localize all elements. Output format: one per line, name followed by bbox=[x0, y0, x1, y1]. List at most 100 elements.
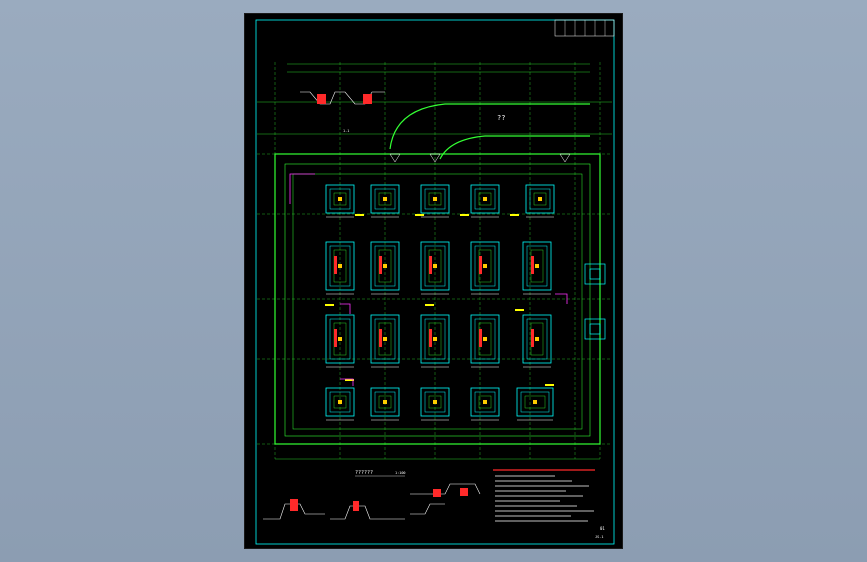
footing-pad-inner bbox=[329, 245, 351, 287]
footing-pad bbox=[325, 241, 355, 291]
rebar-mark bbox=[334, 256, 337, 274]
footing-pad bbox=[470, 184, 500, 214]
rebar-mark bbox=[479, 256, 482, 274]
footing-pad-inner bbox=[474, 318, 496, 360]
footing-pad bbox=[420, 387, 450, 417]
column-marker bbox=[433, 264, 437, 268]
footing-pad bbox=[420, 184, 450, 214]
column-marker bbox=[383, 337, 387, 341]
footing-pad-core bbox=[478, 192, 492, 206]
rebar-mark bbox=[334, 329, 337, 347]
footing-pad-inner bbox=[474, 391, 496, 413]
footing-pad-inner bbox=[329, 318, 351, 360]
footing-pad-core bbox=[478, 395, 492, 409]
footing-pad-inner bbox=[526, 245, 548, 287]
footing-pad-core bbox=[333, 395, 347, 409]
column-marker bbox=[338, 264, 342, 268]
footing-pad bbox=[522, 241, 552, 291]
footing-pad-inner bbox=[424, 188, 446, 210]
footing-pad-inner bbox=[474, 188, 496, 210]
title-block-top bbox=[554, 19, 615, 37]
callout-note bbox=[345, 379, 354, 381]
rebar-mark bbox=[479, 329, 482, 347]
footing-pad-inner bbox=[374, 318, 396, 360]
svg-text:1-1: 1-1 bbox=[343, 129, 349, 133]
footing-pad-core bbox=[378, 395, 392, 409]
corner-markers bbox=[389, 153, 571, 163]
footing-pad-inner bbox=[424, 318, 446, 360]
column-marker bbox=[338, 337, 342, 341]
column-marker bbox=[433, 400, 437, 404]
right-exterior-pads bbox=[584, 263, 606, 340]
footing-pad-inner bbox=[520, 391, 550, 413]
column-marker bbox=[338, 197, 342, 201]
footing-pads bbox=[325, 184, 555, 421]
footing-pad bbox=[420, 314, 450, 364]
column-marker bbox=[535, 264, 539, 268]
footing-pad-inner bbox=[374, 391, 396, 413]
cad-drawing: 1-1 ?? bbox=[255, 19, 615, 545]
footing-pad-inner bbox=[529, 188, 551, 210]
callout-note bbox=[415, 214, 424, 216]
footing-pad-inner bbox=[329, 188, 351, 210]
footing-pad-core bbox=[524, 395, 546, 409]
column-marker bbox=[538, 197, 542, 201]
footing-pad bbox=[370, 184, 400, 214]
footing-pad bbox=[525, 184, 555, 214]
column-marker bbox=[383, 264, 387, 268]
footing-pad bbox=[325, 387, 355, 417]
column-marker bbox=[535, 337, 539, 341]
footing-pad bbox=[470, 387, 500, 417]
footing-pad-inner bbox=[526, 318, 548, 360]
plan-scale: 1:100 bbox=[395, 471, 406, 475]
column-marker bbox=[483, 400, 487, 404]
notes-block bbox=[493, 469, 595, 522]
footing-pad-core bbox=[428, 395, 442, 409]
footing-pad-core bbox=[333, 192, 347, 206]
pipe-lines bbox=[289, 173, 568, 386]
column-marker bbox=[483, 337, 487, 341]
footing-pad bbox=[470, 241, 500, 291]
footing-pad-core bbox=[428, 192, 442, 206]
rebar-mark bbox=[531, 329, 534, 347]
footing-pad-inner bbox=[424, 391, 446, 413]
footing-pad bbox=[325, 184, 355, 214]
callout-note bbox=[460, 214, 469, 216]
footing-pad bbox=[370, 387, 400, 417]
column-marker bbox=[383, 197, 387, 201]
column-marker bbox=[433, 197, 437, 201]
rebar-mark bbox=[379, 329, 382, 347]
footing-pad-core bbox=[378, 192, 392, 206]
callout-note bbox=[425, 304, 434, 306]
column-marker bbox=[383, 400, 387, 404]
callout-note bbox=[515, 309, 524, 311]
plan-title-group: ?????? 1:100 bbox=[355, 470, 406, 477]
footing-pad bbox=[325, 314, 355, 364]
sheet-number: 01 bbox=[600, 526, 605, 531]
footing-pad-inner bbox=[329, 391, 351, 413]
callout-note bbox=[510, 214, 519, 216]
column-marker bbox=[483, 264, 487, 268]
footing-pad bbox=[516, 387, 554, 417]
footing-pad bbox=[370, 241, 400, 291]
grid-axes-vertical bbox=[274, 62, 601, 459]
footing-pad-core bbox=[533, 192, 547, 206]
footing-pad-inner bbox=[374, 188, 396, 210]
column-marker bbox=[533, 400, 537, 404]
footing-pad bbox=[370, 314, 400, 364]
section-detail-top: 1-1 bbox=[300, 91, 385, 133]
curved-road bbox=[389, 103, 590, 160]
rebar-mark bbox=[531, 256, 534, 274]
drawing-sheet[interactable]: 1-1 ?? bbox=[244, 13, 623, 549]
footing-pad-inner bbox=[374, 245, 396, 287]
label-top-right: ?? bbox=[497, 114, 505, 122]
rebar-mark bbox=[429, 329, 432, 347]
column-marker bbox=[338, 400, 342, 404]
dimension-lines-top bbox=[257, 63, 612, 135]
column-marker bbox=[433, 337, 437, 341]
footing-pad bbox=[420, 241, 450, 291]
footing-pad-inner bbox=[424, 245, 446, 287]
section-details-bottom bbox=[263, 483, 481, 520]
rebar-mark bbox=[379, 256, 382, 274]
rebar-mark bbox=[429, 256, 432, 274]
